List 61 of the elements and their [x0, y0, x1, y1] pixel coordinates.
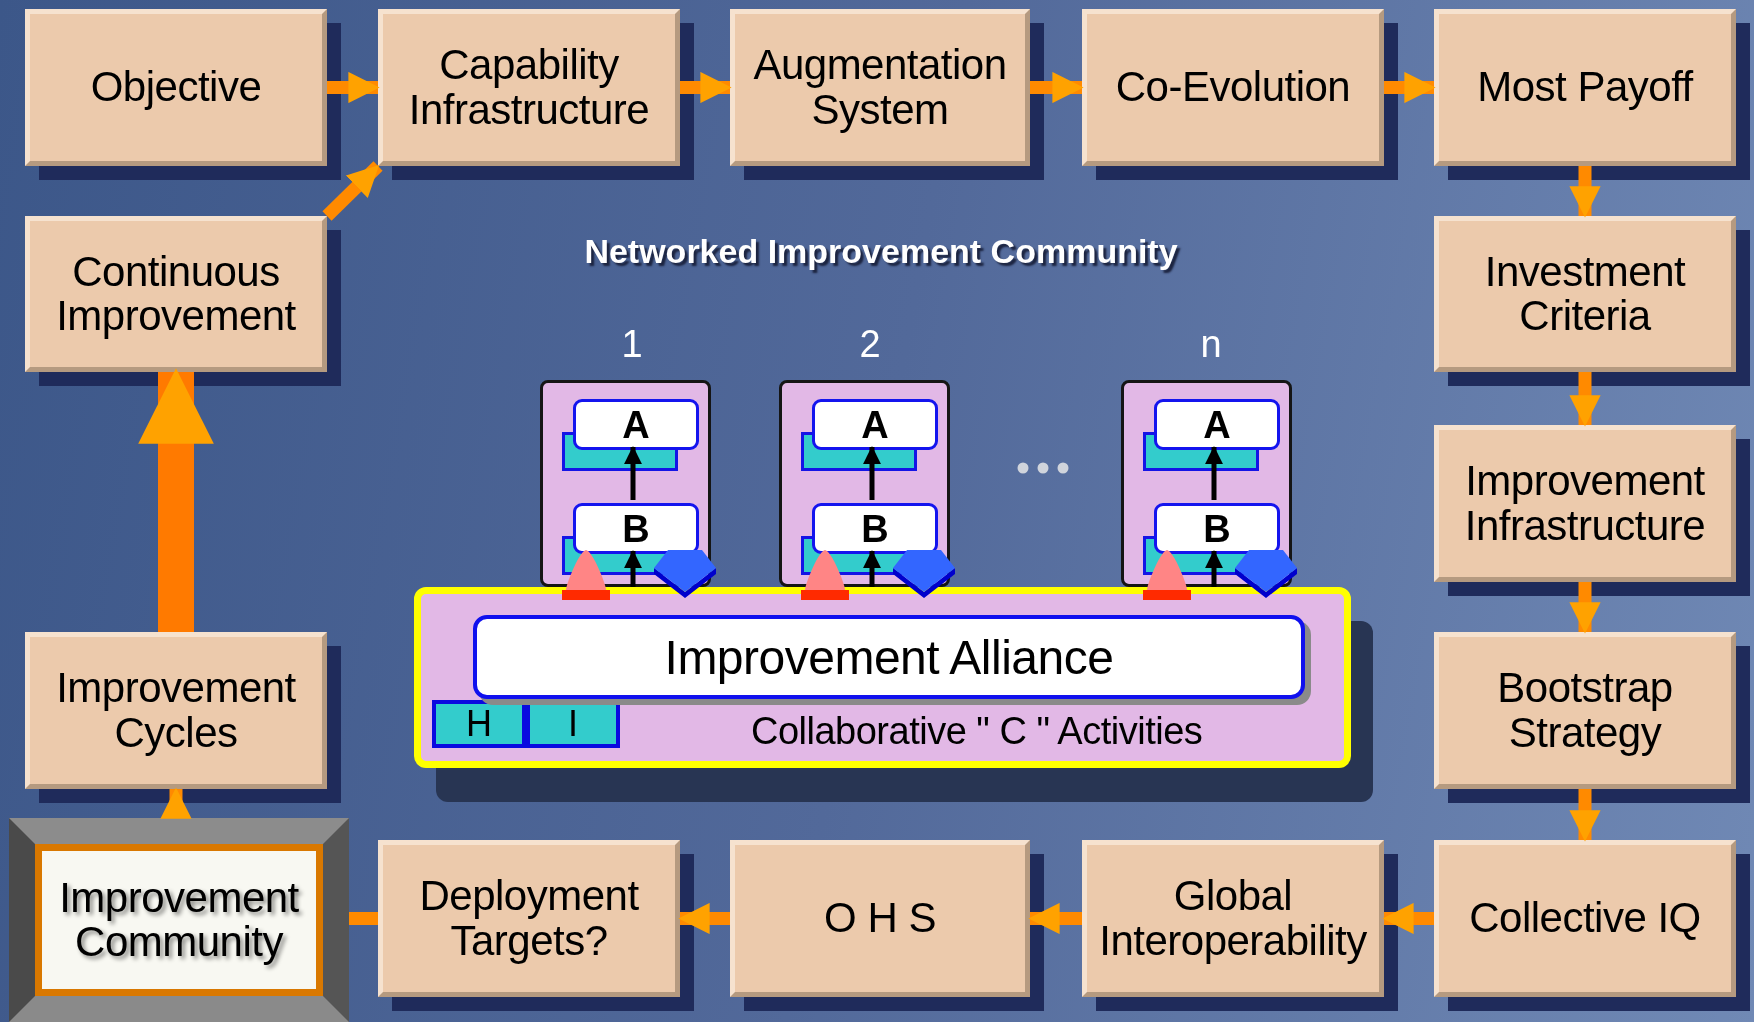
- activity-cell: [432, 700, 526, 748]
- arrow: [1382, 902, 1434, 935]
- arrow: [138, 368, 214, 632]
- box-label: Deployment Targets?: [418, 874, 640, 963]
- arrow: [327, 71, 380, 104]
- arrow: [1569, 166, 1601, 218]
- box-label: Objective: [89, 65, 263, 110]
- level-box: [812, 503, 938, 554]
- box-label: Most Payoff: [1476, 65, 1695, 110]
- box-label: Co-Evolution: [1114, 65, 1352, 110]
- box-label: Investment Criteria: [1483, 249, 1687, 339]
- column-number: 2: [858, 325, 882, 363]
- member-column: [779, 380, 950, 587]
- arrow: [1384, 71, 1436, 104]
- arrow: [863, 550, 881, 587]
- arrow: [1569, 789, 1601, 842]
- level-label: A: [1203, 405, 1231, 444]
- level-label: A: [622, 405, 650, 444]
- framed-box: [9, 818, 349, 1022]
- arrow: [1569, 372, 1601, 427]
- diagram-title: Networked Improvement Community: [584, 232, 1178, 271]
- column-number: 1: [620, 325, 644, 363]
- arrow: [863, 446, 881, 500]
- box-label: Continuous Improvement: [55, 249, 297, 339]
- box-label: Improvement Infrastructure: [1463, 459, 1707, 548]
- alliance-label: Improvement Alliance: [664, 629, 1114, 685]
- box-label: Global Interoperability: [1098, 874, 1368, 963]
- arrow: [1030, 71, 1084, 104]
- cell-label: H: [466, 706, 492, 742]
- box-label: Bootstrap Strategy: [1496, 666, 1674, 755]
- column-number: n: [1199, 325, 1223, 363]
- arrow: [1205, 550, 1223, 587]
- cell-label: I: [568, 706, 578, 742]
- level-box: [1154, 503, 1280, 554]
- level-box: [573, 503, 699, 554]
- box-label: Capability Infrastructure: [407, 43, 651, 132]
- arrow: [160, 787, 192, 819]
- level-label: A: [861, 405, 889, 444]
- arrow: [1569, 582, 1601, 634]
- arrow: [1205, 446, 1223, 500]
- panel-caption: Collaborative " C " Activities: [751, 710, 1203, 753]
- member-column: [540, 380, 711, 587]
- member-column: [1121, 380, 1292, 587]
- box-label: Improvement Cycles: [55, 666, 297, 755]
- box-label: Collective IQ: [1468, 896, 1702, 941]
- highlighted-label: Improvement Community: [35, 844, 323, 996]
- arrow: [1028, 902, 1082, 935]
- arrow: [624, 446, 642, 500]
- level-label: B: [622, 509, 650, 548]
- box-label: Augmentation System: [752, 43, 1008, 132]
- box-label: O H S: [823, 896, 937, 941]
- level-box: [812, 399, 938, 450]
- level-label: B: [861, 509, 889, 548]
- arrow: [624, 550, 642, 587]
- arrow: [322, 161, 383, 221]
- level-box: [573, 399, 699, 450]
- level-label: B: [1203, 509, 1231, 548]
- connector-line: [349, 912, 378, 925]
- arrow: [678, 902, 730, 935]
- level-box: [1154, 399, 1280, 450]
- arrow: [680, 71, 732, 104]
